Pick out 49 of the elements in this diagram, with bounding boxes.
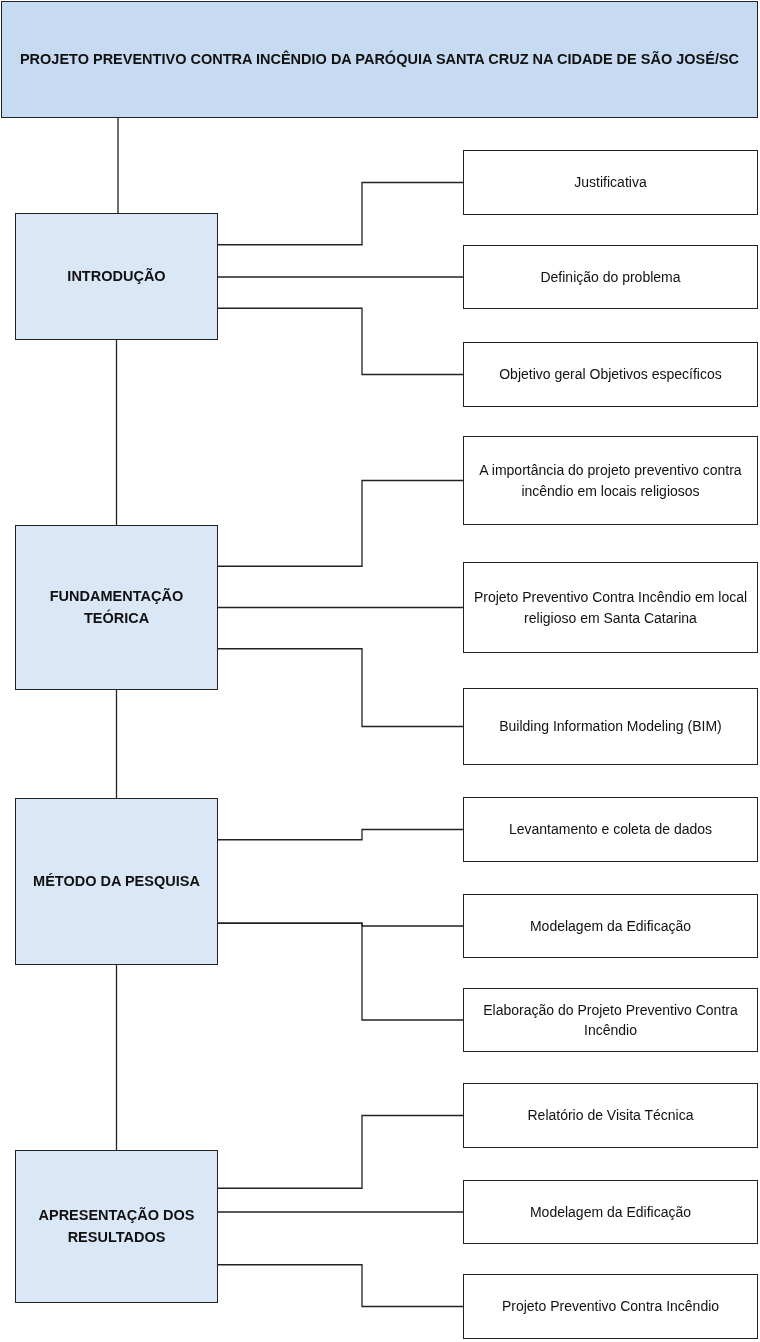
box-label: Relatório de Visita Técnica	[527, 1106, 694, 1126]
topic-box	[463, 688, 758, 765]
box-label: APRESENTAÇÃO DOS RESULTADOS	[37, 1206, 196, 1247]
box-label: Building Information Modeling (BIM)	[499, 717, 722, 737]
connector-line	[115, 964, 118, 1151]
connector-line	[217, 1211, 464, 1213]
box-label: FUNDAMENTAÇÃO TEÓRICA	[48, 587, 185, 628]
connector-line	[115, 689, 118, 799]
box-label: Objetivo geral Objetivos específicos	[499, 365, 722, 385]
box-label: Modelagem da Edificação	[529, 916, 692, 936]
topic-box	[463, 797, 758, 862]
connector-line	[117, 117, 119, 214]
connector-line	[217, 1264, 464, 1308]
topic-box	[463, 1274, 758, 1339]
section-box	[15, 798, 218, 965]
box-label: INTRODUÇÃO	[67, 267, 166, 286]
title-box	[1, 1, 758, 118]
topic-box	[463, 562, 758, 653]
box-label: Definição do problema	[540, 267, 681, 287]
connector-line	[115, 339, 118, 526]
box-label: Projeto Preventivo Contra Incêndio em local religioso em Santa Catarina	[472, 588, 749, 628]
topic-box	[463, 894, 758, 958]
connector-line	[217, 276, 464, 278]
topic-box	[463, 1180, 758, 1244]
connector-line	[217, 1114, 464, 1189]
connector-line	[217, 648, 464, 728]
connector-line	[217, 181, 464, 246]
box-label: MÉTODO DA PESQUISA	[33, 872, 200, 891]
box-label: Elaboração do Projeto Preventivo Contra Incêndio	[482, 1000, 739, 1040]
connector-line	[217, 922, 464, 1021]
topic-box	[463, 342, 758, 407]
box-label: Levantamento e coleta de dados	[508, 820, 713, 840]
connector-line	[217, 828, 464, 841]
box-label: Modelagem da Edificação	[529, 1202, 692, 1222]
section-box	[15, 1150, 218, 1303]
box-label: PROJETO PREVENTIVO CONTRA INCÊNDIO DA PARÓQUIA SANTA CRUZ NA CIDADE DE SÃO JOSÉ/SC	[19, 49, 740, 69]
topic-box	[463, 150, 758, 215]
section-box	[15, 213, 218, 340]
box-label: Projeto Preventivo Contra Incêndio	[501, 1297, 720, 1317]
connector-line	[217, 479, 464, 567]
topic-box	[463, 436, 758, 525]
connector-line	[217, 606, 464, 609]
topic-box	[463, 988, 758, 1052]
topic-box	[463, 245, 758, 309]
section-box	[15, 525, 218, 690]
box-label: A importância do projeto preventivo contra incêndio em locais religiosos	[478, 461, 743, 501]
connector-line	[217, 307, 464, 376]
topic-box	[463, 1083, 758, 1148]
box-label: Justificativa	[574, 173, 647, 193]
